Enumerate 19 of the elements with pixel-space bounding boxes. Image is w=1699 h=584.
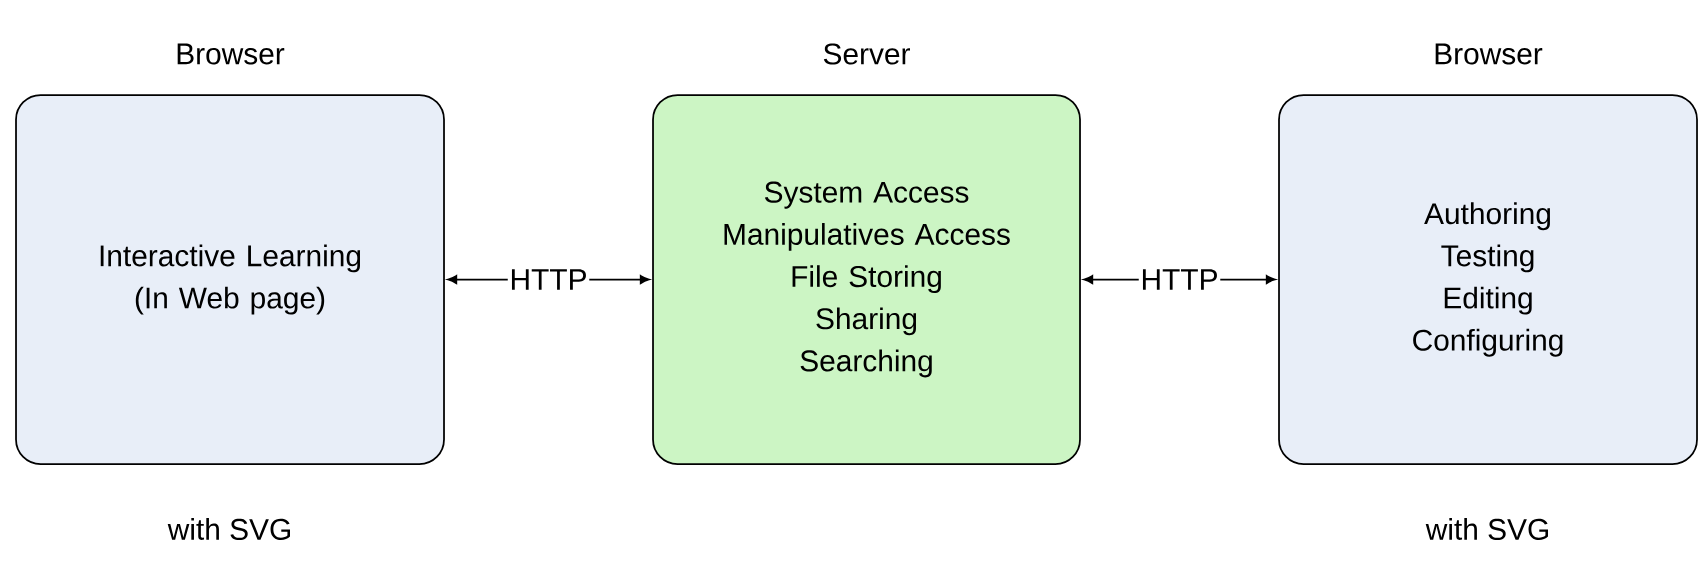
box-heading: Server [823,43,910,65]
rounded-box: Interactive Learning (In Web page) [15,94,445,465]
node-label: Configuring [1413,328,1563,357]
rounded-box: System Access Manipulatives Access File Storing Sharing Searching [652,94,1081,465]
node-label: Testing [1441,244,1534,273]
node-label: Sharing [816,307,917,336]
node-label: System Access [764,181,969,209]
rounded-box: Authoring Testing Editing Configuring [1278,94,1698,465]
node-label: Editing [1444,286,1532,315]
box-caption: with SVG [167,518,290,540]
node-label: Manipulatives Access [724,223,1010,251]
box-heading: Browser [177,43,285,65]
edge-label: HTTP [1138,267,1221,292]
box-heading: Browser [1435,43,1543,65]
node-label: File Storing [792,265,941,294]
edge-label: HTTP [507,267,590,292]
node-label: Authoring [1424,202,1551,231]
node-label: Searching [800,349,932,378]
box-caption: with SVG [1425,518,1548,540]
